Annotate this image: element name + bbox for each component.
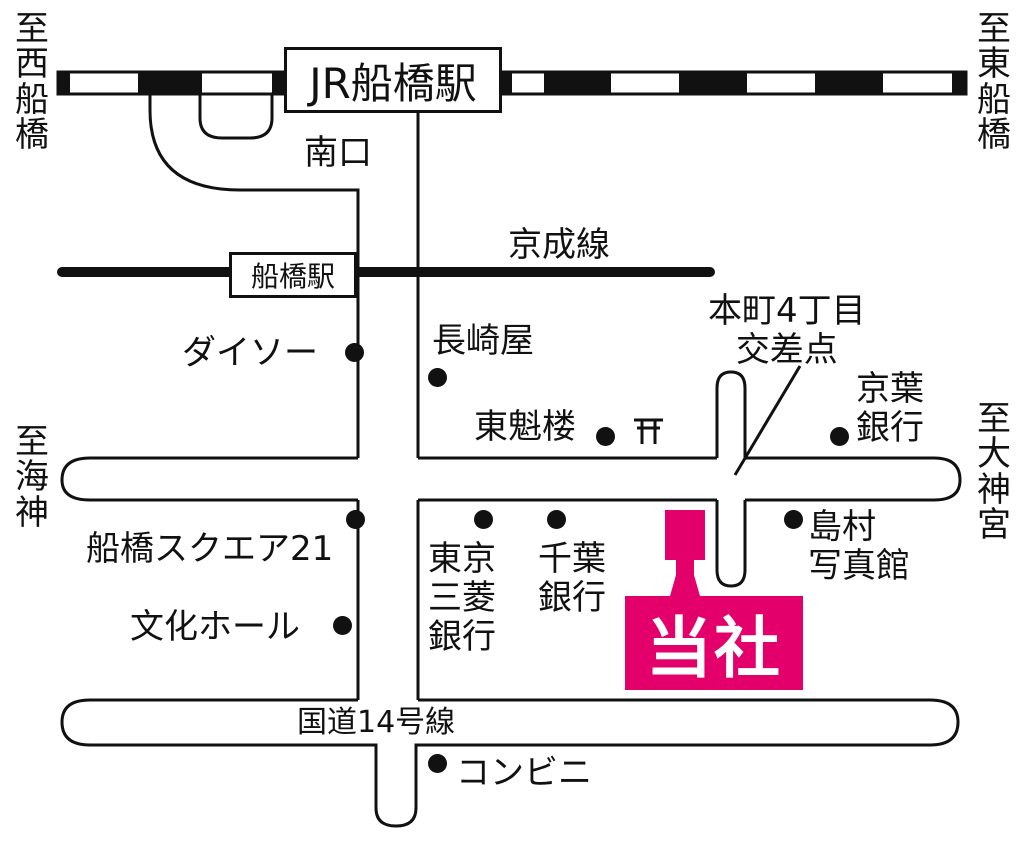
direction-higashi-funabashi: 至東船橋 xyxy=(977,9,1011,156)
direction-nishi-funabashi: 至西船橋 xyxy=(15,9,49,156)
direction-kaijin: 至海神 xyxy=(15,422,49,533)
keiyo-bank-label: 京葉 銀行 xyxy=(856,369,924,448)
square21-label: 船橋スクエア21 xyxy=(86,529,334,569)
jr-railway-segments xyxy=(58,72,966,94)
street-honcho xyxy=(715,370,747,458)
daiso-label: ダイソー xyxy=(182,333,318,373)
company-marker-tail xyxy=(670,560,700,596)
tokyo-mitsubishi-bank-marker xyxy=(474,510,493,529)
keisei-line-label: 京成線 xyxy=(508,225,610,265)
underpass-loop xyxy=(198,94,274,140)
square21-marker xyxy=(346,510,365,529)
shimamura-photo-label: 島村 写真館 xyxy=(808,507,910,586)
route14-label: 国道14号線 xyxy=(297,705,456,740)
daiso-marker xyxy=(345,343,364,362)
street-honcho-south xyxy=(715,500,747,588)
tokairo-marker xyxy=(596,427,615,446)
street-west-station xyxy=(148,94,360,458)
company-marker-box xyxy=(625,596,803,690)
shrine-icon xyxy=(634,418,663,444)
keisei-funabashi-station-label: 船橋駅 xyxy=(229,252,357,298)
keiyo-bank-marker xyxy=(830,427,849,446)
tokyo-mitsubishi-bank-label: 東京 三菱 銀行 xyxy=(428,539,496,657)
company-label: 当社 xyxy=(646,610,782,687)
street-route14 xyxy=(60,698,960,828)
tokairo-label: 東魁楼 xyxy=(474,407,576,447)
minamiguchi-label: 南口 xyxy=(304,133,372,173)
nagasakiya-label: 長崎屋 xyxy=(432,321,534,361)
street-upper-east2 xyxy=(745,456,962,502)
shimamura-photo-marker xyxy=(784,510,803,529)
company-marker-square xyxy=(665,510,705,560)
bunka-hall-label: 文化ホール xyxy=(130,607,300,647)
direction-otaki-jingu: 至大神宮 xyxy=(977,399,1011,546)
konbini-marker xyxy=(428,754,447,773)
nagasakiya-marker xyxy=(428,368,447,387)
street-upper xyxy=(60,456,358,502)
chiba-bank-label: 千葉 銀行 xyxy=(538,539,606,618)
chiba-bank-marker xyxy=(547,510,566,529)
bunka-hall-marker xyxy=(333,616,352,635)
konbini-label: コンビニ xyxy=(456,753,592,793)
honcho-intersection-label: 本町4丁目 交差点 xyxy=(708,291,866,370)
jr-funabashi-station-label: JR船橋駅 xyxy=(284,47,502,113)
honcho-leader-line xyxy=(733,365,802,476)
